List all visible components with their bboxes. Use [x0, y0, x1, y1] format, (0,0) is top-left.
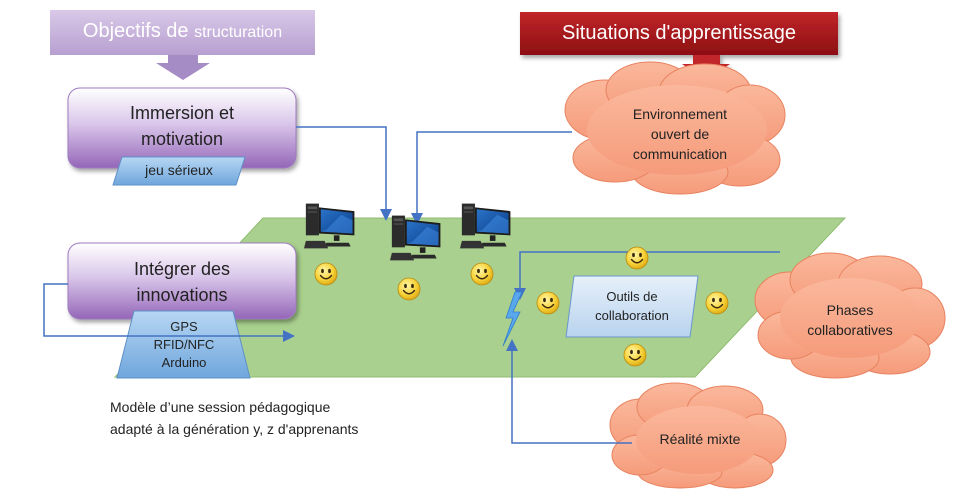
outils-label: Outils de collaboration	[568, 287, 696, 325]
smiley-icon	[705, 291, 729, 315]
technologies-tab	[116, 310, 251, 379]
immersion-line-1: Immersion et	[129, 103, 235, 123]
immersion-line-2: motivation	[140, 129, 224, 149]
phases-line-1: Phases	[826, 302, 874, 318]
integrer-title: Intégrer des innovations	[68, 256, 296, 308]
cloud-phases	[754, 252, 946, 379]
tech-gps: GPS	[170, 319, 198, 334]
cloud-environnement	[564, 61, 786, 195]
caption-line-1: Modèle d’une session pédagogique	[110, 399, 331, 415]
integrer-line-1: Intégrer des	[133, 259, 231, 279]
smiley-icon	[625, 246, 649, 270]
realite-label: Réalité mixte	[659, 431, 741, 447]
smiley-icon	[623, 343, 647, 367]
phases-label: Phases collaboratives	[785, 300, 915, 340]
env-line-2: ouvert de	[650, 126, 710, 142]
objectifs-header: Objectifs de structuration	[50, 20, 315, 43]
cloud-realite	[609, 382, 787, 489]
caption-line-2: adapté à la génération y, z d'apprenants	[110, 421, 359, 437]
integrer-line-2: innovations	[136, 285, 228, 305]
objectifs-header-shape	[50, 10, 315, 80]
jeu-serieux-tab	[112, 156, 246, 186]
caption: Modèle d’une session pédagogique adapté …	[110, 396, 470, 440]
tech-arduino: Arduino	[161, 355, 207, 370]
outils-line-1: Outils de	[606, 289, 658, 304]
connectors	[43, 126, 780, 444]
jeu-serieux-label: jeu sérieux	[145, 162, 213, 178]
technologies-label: GPS RFID/NFC Arduino	[120, 318, 248, 372]
objectifs-header-suffix: structuration	[194, 24, 283, 41]
outils-line-2: collaboration	[595, 308, 669, 323]
immersion-title: Immersion et motivation	[68, 100, 296, 152]
tech-rfid-nfc: RFID/NFC	[153, 337, 215, 352]
lightning-bolt-icon	[502, 291, 523, 347]
outils-collaboration-box	[565, 275, 699, 338]
env-line-1: Environnement	[632, 106, 728, 122]
smiley-icon	[397, 277, 421, 301]
environnement-label: Environnement ouvert de communication	[600, 104, 760, 164]
objectifs-header-prefix: Objectifs de	[82, 20, 195, 42]
situations-header: Situations d'apprentissage	[562, 22, 796, 44]
env-line-3: communication	[632, 146, 728, 162]
smiley-icon	[314, 262, 338, 286]
smiley-icon	[536, 291, 560, 315]
smiley-icon	[470, 262, 494, 286]
phases-line-2: collaboratives	[807, 322, 893, 338]
